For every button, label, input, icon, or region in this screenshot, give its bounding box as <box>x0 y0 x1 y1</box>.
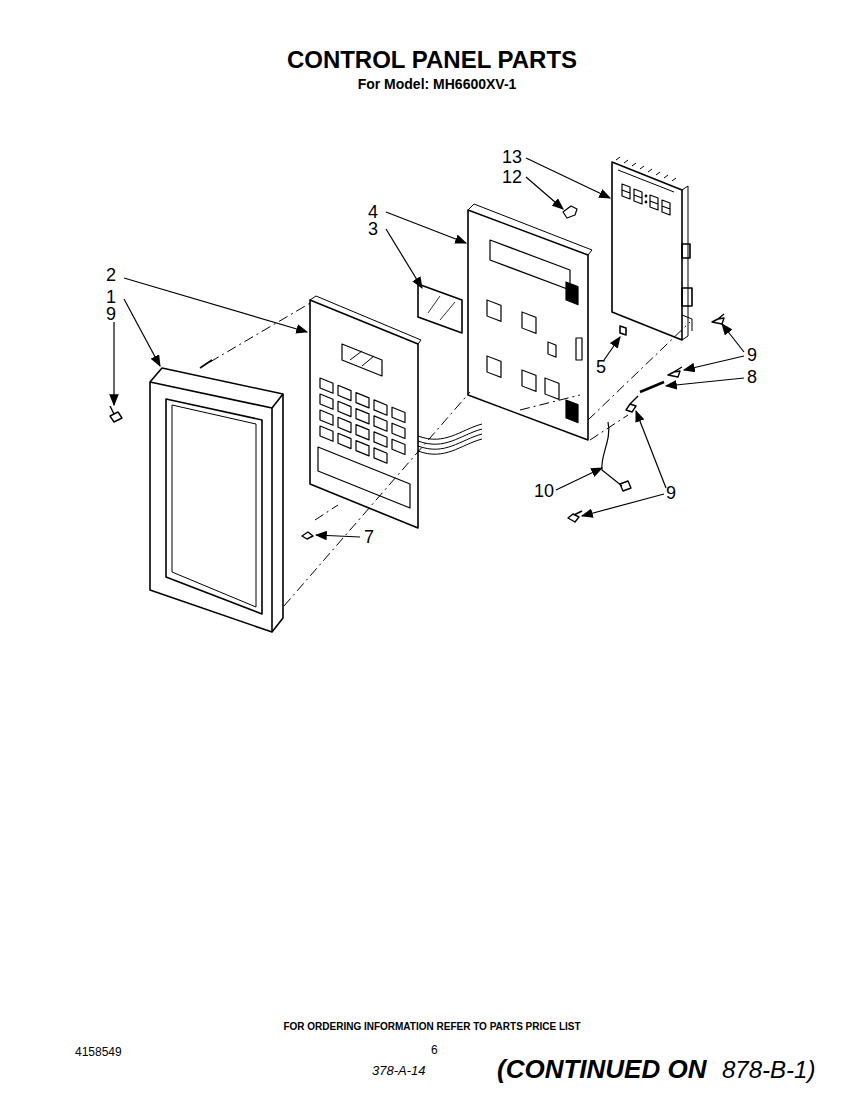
keypad-key <box>320 378 333 393</box>
callout-number: 9 <box>106 305 116 323</box>
keypad-key <box>392 439 405 454</box>
keypad-key <box>356 441 369 456</box>
continued-note: (CONTINUED ON <box>497 1056 706 1082</box>
diagram-title: CONTROL PANEL PARTS <box>287 48 577 72</box>
keypad-key <box>338 417 351 432</box>
page-number: 6 <box>431 1044 438 1056</box>
keypad-key <box>356 409 369 424</box>
keypad-key <box>374 432 387 447</box>
ordering-note: FOR ORDERING INFORMATION REFER TO PARTS … <box>283 1022 580 1032</box>
keypad-key <box>356 425 369 440</box>
keypad-key <box>338 433 351 448</box>
document-number: 4158549 <box>75 1046 122 1058</box>
handwritten-reference: 378-A-14 <box>372 1064 425 1077</box>
keypad-key <box>320 426 333 441</box>
keypad-key <box>320 410 333 425</box>
keypad-key <box>374 400 387 415</box>
keypad-key <box>374 416 387 431</box>
callout-number: 10 <box>534 482 554 500</box>
callout-number: 7 <box>364 528 374 546</box>
keypad-key <box>338 401 351 416</box>
keypad-key <box>356 393 369 408</box>
callout-number: 4 <box>368 203 378 221</box>
keypad-key <box>374 448 387 463</box>
callout-number: 9 <box>666 484 676 502</box>
callout-number: 13 <box>502 148 522 166</box>
model-subtitle: For Model: MH6600XV-1 <box>358 77 517 91</box>
callout-number: 2 <box>106 266 116 284</box>
callout-number: 9 <box>747 346 757 364</box>
callout-number: 5 <box>596 358 606 376</box>
keypad-key <box>392 423 405 438</box>
keypad-key <box>320 394 333 409</box>
handwritten-reference: 878-B-1) <box>722 1058 815 1082</box>
callout-number: 12 <box>502 168 522 186</box>
callout-number: 3 <box>368 220 378 238</box>
keypad-key <box>392 407 405 422</box>
keypad-key <box>338 385 351 400</box>
callout-number: 1 <box>106 288 116 306</box>
callout-number: 8 <box>747 368 757 386</box>
